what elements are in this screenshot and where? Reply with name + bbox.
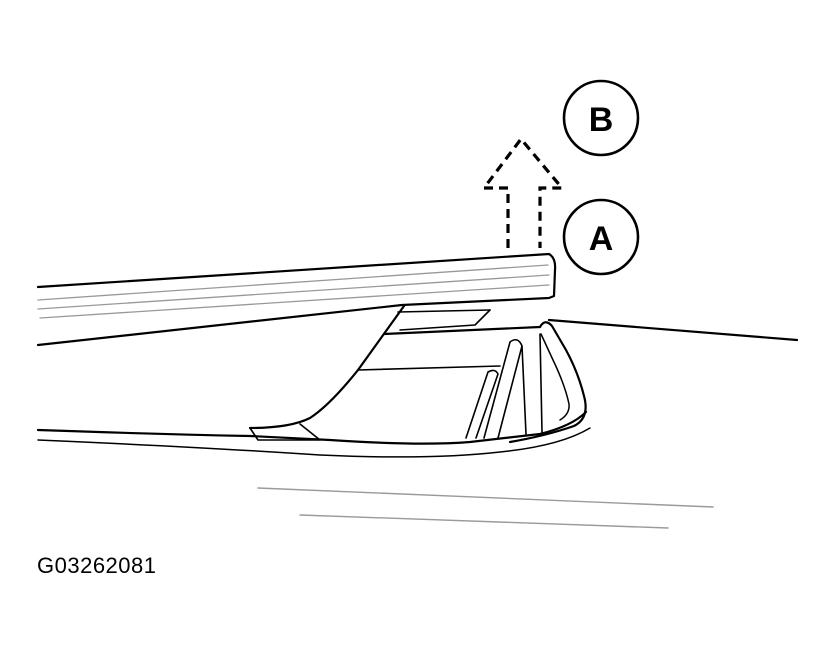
trim-panel-inner-line-2 xyxy=(37,274,550,310)
cavity-upper-rail-2 xyxy=(397,309,491,313)
cavity-mid-line xyxy=(357,365,501,371)
cavity-upper-rail-3 xyxy=(399,309,491,331)
callout-b-label: B xyxy=(589,101,614,139)
floor-line-1 xyxy=(257,487,714,508)
retainer-clip-inner xyxy=(540,333,570,421)
clip-rib-3 xyxy=(521,345,527,435)
clip-rib-2 xyxy=(483,338,523,439)
trim-panel-inner-line-1 xyxy=(37,264,549,301)
cavity-bottom-line-2 xyxy=(37,427,591,458)
floor-line-2 xyxy=(299,514,669,529)
trim-panel-inner-line-3 xyxy=(39,284,550,319)
callout-b-circle xyxy=(562,79,640,157)
door-body xyxy=(36,304,799,458)
trim-lower-edge xyxy=(248,304,406,430)
callout-a: A xyxy=(562,198,640,276)
callout-a-circle xyxy=(562,198,640,276)
body-sill-line xyxy=(547,318,799,342)
clip-rib-4 xyxy=(539,333,543,433)
callout-a-label: A xyxy=(589,220,614,258)
figure-id-label: G03262081 xyxy=(37,553,157,578)
cavity-upper-rail xyxy=(382,325,542,336)
dashed-up-arrow-icon xyxy=(480,136,566,248)
floor-lines xyxy=(257,487,714,529)
trim-panel-top-edge xyxy=(36,252,557,347)
retainer-clip xyxy=(508,321,587,444)
clip-rib-1 xyxy=(465,369,499,439)
trim-lower-step xyxy=(249,423,321,441)
callout-b: B xyxy=(562,79,640,157)
cavity-bottom-line xyxy=(36,410,588,445)
trim-panel xyxy=(36,252,557,347)
